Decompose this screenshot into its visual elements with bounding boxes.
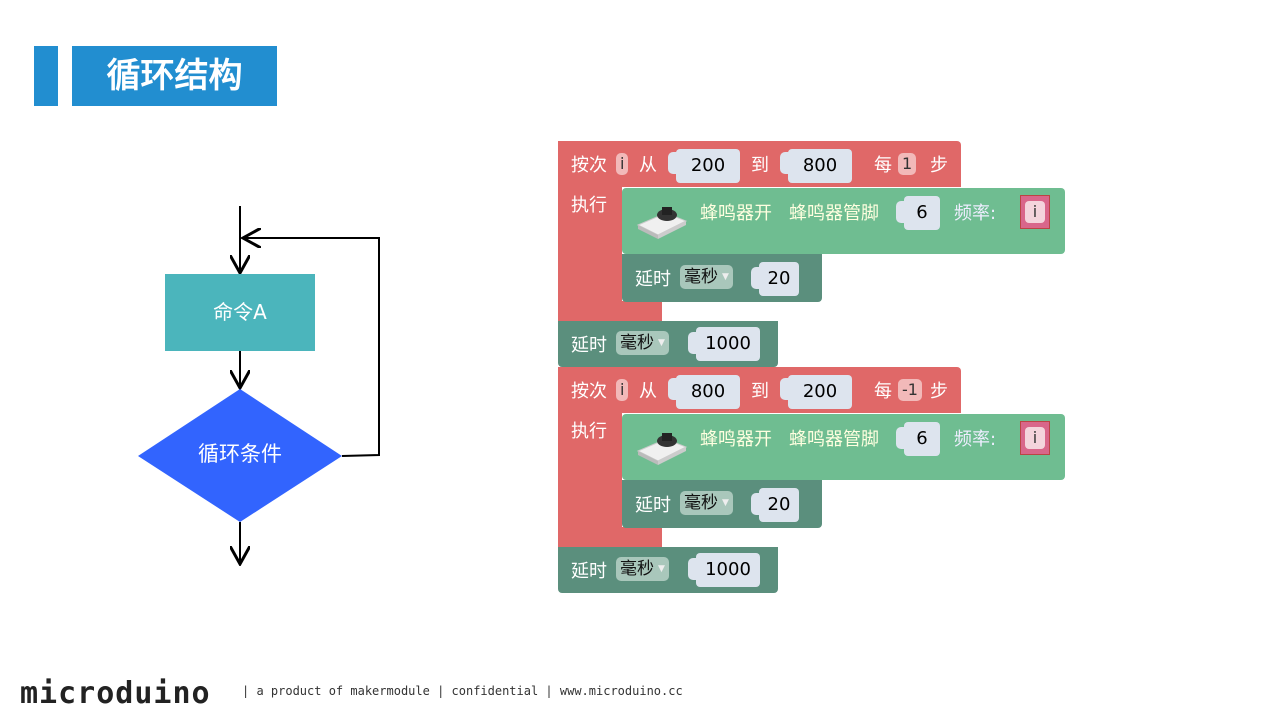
command-box: 命令A <box>165 274 315 351</box>
buzzer-pin-input[interactable]: 6 <box>904 196 940 230</box>
loop-label: 按次 <box>571 155 607 176</box>
step-input[interactable]: -1 <box>898 379 922 401</box>
to-label: 到 <box>751 381 769 402</box>
title-accent-bar <box>34 46 58 106</box>
for-loop-block[interactable]: 按次 i 从 800 到 200 每 -1 步 执行 蜂鸣器开 蜂鸣器管脚 6 … <box>558 367 1078 597</box>
loop-label: 按次 <box>571 381 607 402</box>
buzzer-pin-label: 蜂鸣器管脚 <box>789 203 879 224</box>
do-label: 执行 <box>571 421 607 442</box>
step-input[interactable]: 1 <box>898 153 917 175</box>
buzzer-pin-label: 蜂鸣器管脚 <box>789 429 879 450</box>
footer-text: | a product of makermodule | confidentia… <box>242 684 683 698</box>
delay-value-input[interactable]: 20 <box>759 488 799 522</box>
buzzer-module-icon <box>636 207 688 239</box>
buzzer-pin-input[interactable]: 6 <box>904 422 940 456</box>
buzzer-module-icon <box>636 433 688 465</box>
from-input[interactable]: 200 <box>676 149 740 183</box>
step-suffix: 步 <box>930 381 948 402</box>
loop-variable[interactable]: i <box>616 153 629 175</box>
delay-label: 延时 <box>571 561 607 582</box>
delay-value-input[interactable]: 20 <box>759 262 799 296</box>
from-input[interactable]: 800 <box>676 375 740 409</box>
to-label: 到 <box>751 155 769 176</box>
step-suffix: 步 <box>930 155 948 176</box>
to-input[interactable]: 200 <box>788 375 852 409</box>
delay-label: 延时 <box>635 269 671 290</box>
delay-unit-dropdown[interactable]: 毫秒▼ <box>616 557 669 581</box>
delay-unit-dropdown[interactable]: 毫秒▼ <box>616 331 669 355</box>
from-label: 从 <box>639 381 657 402</box>
delay-unit-dropdown[interactable]: 毫秒▼ <box>680 265 733 289</box>
delay-label: 延时 <box>635 495 671 516</box>
buzzer-label: 蜂鸣器开 <box>700 203 772 224</box>
buzzer-label: 蜂鸣器开 <box>700 429 772 450</box>
do-label: 执行 <box>571 195 607 216</box>
delay-label: 延时 <box>571 335 607 356</box>
for-loop-block[interactable]: 按次 i 从 200 到 800 每 1 步 执行 蜂鸣器开 蜂鸣器管脚 6 频… <box>558 141 1078 371</box>
delay-value-input[interactable]: 1000 <box>696 327 760 361</box>
frequency-label: 频率: <box>954 429 997 450</box>
step-label: 每 <box>874 155 892 176</box>
condition-label: 循环条件 <box>198 442 282 466</box>
loop-variable[interactable]: i <box>616 379 629 401</box>
to-input[interactable]: 800 <box>788 149 852 183</box>
delay-value-input[interactable]: 1000 <box>696 553 760 587</box>
flowchart-lines <box>138 206 380 600</box>
from-label: 从 <box>639 155 657 176</box>
delay-unit-dropdown[interactable]: 毫秒▼ <box>680 491 733 515</box>
buzzer-block[interactable] <box>622 414 1065 480</box>
frequency-variable[interactable]: i <box>1020 195 1050 229</box>
microduino-logo: microduino <box>20 676 211 711</box>
step-label: 每 <box>874 381 892 402</box>
buzzer-block[interactable] <box>622 188 1065 254</box>
frequency-variable[interactable]: i <box>1020 421 1050 455</box>
frequency-label: 频率: <box>954 203 997 224</box>
page-title: 循环结构 <box>72 46 277 106</box>
condition-diamond <box>138 389 342 522</box>
